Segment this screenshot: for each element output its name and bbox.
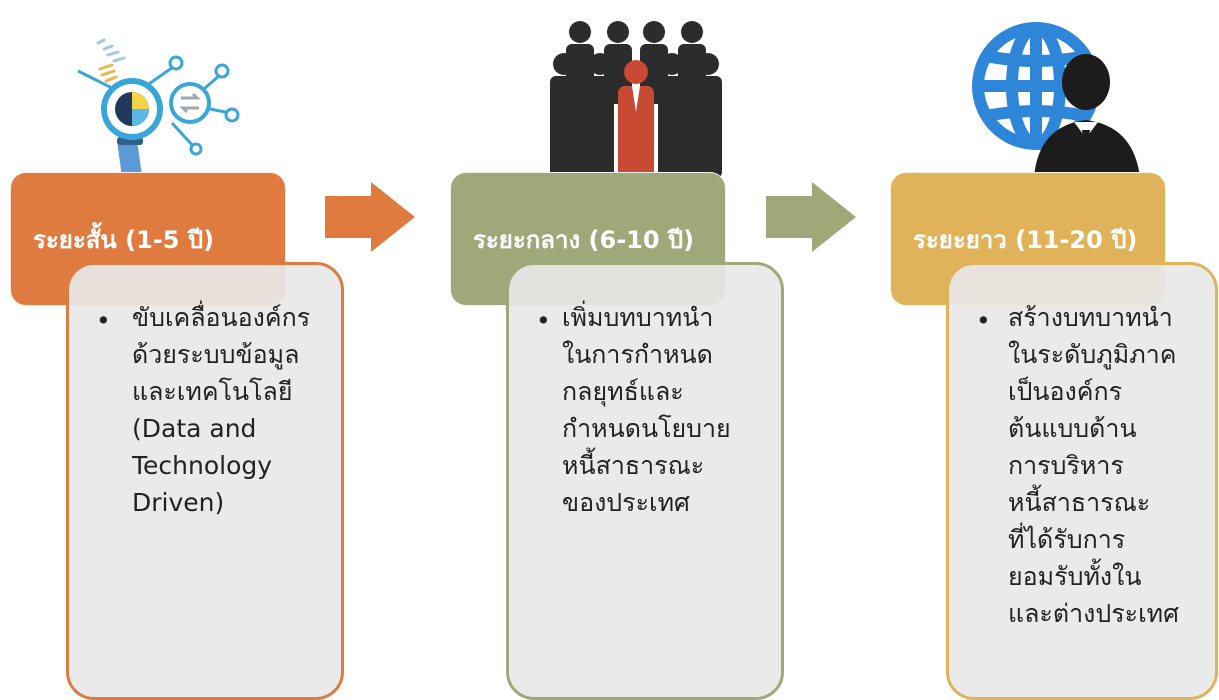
bullet-dot: • (976, 306, 991, 335)
team-crowd-icon (550, 21, 722, 178)
globe-businessman-icon (972, 22, 1140, 178)
stage-label: ระยะกลาง (6-10 ปี) (473, 225, 695, 254)
stage-card-short-term (66, 262, 344, 700)
stage-label: ระยะยาว (11-20 ปี) (913, 225, 1138, 254)
bullet-dot: • (536, 306, 551, 335)
stage-description: เพิ่มบทบาทนำ ในการกำหนด กลยุทธ์และ กำหนด… (562, 303, 731, 517)
arrow-short-to-mid (325, 182, 415, 252)
stage-description: สร้างบทบาทนำ ในระดับภูมิภาค เป็นองค์กร ต… (1008, 303, 1179, 628)
stage-card-mid-term (506, 262, 784, 700)
stage-label: ระยะสั้น (1-5 ปี) (33, 225, 215, 254)
analytics-magnifier-icon (77, 38, 240, 186)
bullet-dot: • (96, 306, 111, 335)
stage-card-long-term (946, 262, 1218, 700)
arrow-mid-to-long (766, 182, 856, 252)
stage-description: ขับเคลื่อนองค์กร ด้วยระบบข้อมูล และเทคโน… (132, 303, 311, 517)
